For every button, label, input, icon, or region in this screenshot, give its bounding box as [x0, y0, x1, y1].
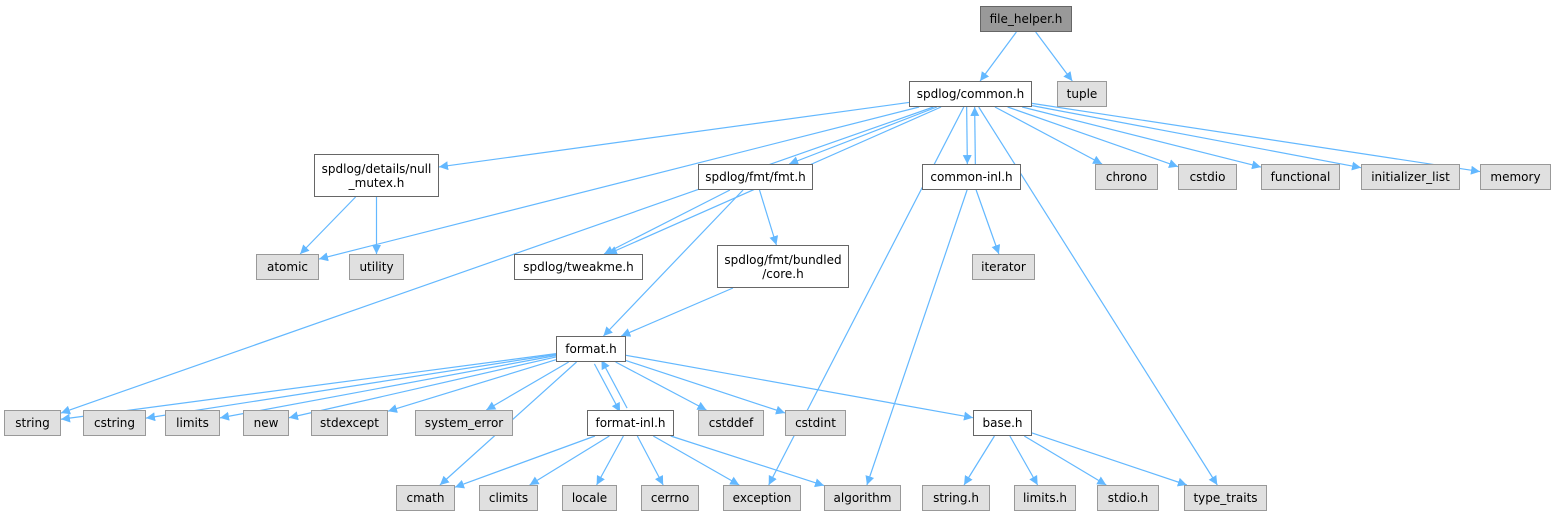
- node-new: new: [243, 410, 289, 436]
- node-system-error: system_error: [415, 410, 513, 436]
- node-spdlog-tweakme[interactable]: spdlog/tweakme.h: [514, 254, 643, 280]
- edge-common-to-chrono: [994, 106, 1103, 165]
- node-utility: utility: [349, 254, 404, 280]
- edge-fmt-to-tweakme: [603, 189, 731, 255]
- edge-format_inl-to-format: [600, 359, 628, 409]
- node-limits: limits: [165, 410, 220, 436]
- edge-base-to-limits_h: [1009, 435, 1039, 486]
- node-cmath: cmath: [396, 485, 455, 511]
- edge-format_inl-to-algorithm: [670, 435, 825, 488]
- node-string-h: string.h: [922, 485, 990, 511]
- node-cerrno: cerrno: [641, 485, 699, 511]
- edge-common_inl-to-common: [970, 106, 980, 164]
- edge-fmt-to-core: [758, 189, 779, 246]
- node-locale: locale: [562, 485, 617, 511]
- edge-common-to-functional: [1022, 106, 1262, 170]
- edge-format_inl-to-climits: [529, 435, 610, 486]
- node-iterator: iterator: [972, 254, 1035, 280]
- edge-common_inl-to-iterator: [975, 189, 1001, 255]
- edge-base-to-string_h: [963, 435, 995, 486]
- edge-format-to-format_inl: [593, 363, 621, 413]
- edge-fmt-to-format: [602, 189, 744, 337]
- edge-format-to-limits: [219, 354, 557, 421]
- node-spdlog-common[interactable]: spdlog/common.h: [909, 81, 1032, 107]
- edge-format-to-cstddef: [615, 361, 707, 411]
- edge-format-to-cstdint: [625, 359, 786, 415]
- edge-common_inl-to-algorithm: [865, 189, 968, 486]
- edge-common-to-initializer_list: [1031, 105, 1362, 171]
- edge-format-to-cstring: [145, 353, 557, 422]
- node-initializer-list: initializer_list: [1361, 164, 1460, 190]
- edge-format_inl-to-exception: [652, 435, 740, 486]
- edge-format-to-base: [625, 354, 974, 421]
- node-cstring: cstring: [83, 410, 146, 436]
- edge-format_inl-to-locale: [596, 435, 624, 486]
- node-bundled-core[interactable]: spdlog/fmt/bundled /core.h: [717, 245, 849, 288]
- edge-common-to-string: [60, 106, 934, 415]
- edge-file_helper-to-tuple: [1035, 31, 1073, 82]
- edge-common-to-common_inl: [962, 107, 972, 165]
- node-functional: functional: [1261, 164, 1340, 190]
- node-algorithm: algorithm: [824, 485, 901, 511]
- edge-common-to-cstdio: [1007, 106, 1179, 168]
- node-stdexcept: stdexcept: [311, 410, 388, 436]
- edge-format-to-stdexcept: [387, 359, 557, 413]
- node-tuple: tuple: [1057, 81, 1107, 107]
- node-stdio-h: stdio.h: [1097, 485, 1159, 511]
- node-memory: memory: [1480, 164, 1551, 190]
- edge-format_inl-to-cmath: [454, 435, 596, 489]
- node-cstdio: cstdio: [1178, 164, 1237, 190]
- node-file-helper: file_helper.h: [980, 6, 1072, 32]
- edge-common-to-atomic: [318, 106, 920, 262]
- node-base-h[interactable]: base.h: [973, 410, 1032, 436]
- edge-base-to-stdio_h: [1023, 435, 1107, 486]
- edge-common-to-null_mutex: [438, 101, 910, 171]
- edge-format-to-string: [60, 353, 557, 423]
- edge-core-to-format: [621, 287, 734, 337]
- edge-format-to-new: [288, 356, 557, 421]
- node-climits: climits: [479, 485, 538, 511]
- node-atomic: atomic: [256, 254, 319, 280]
- edge-common-to-fmt: [788, 106, 938, 165]
- node-cstddef: cstddef: [698, 410, 764, 436]
- node-format-inl[interactable]: format-inl.h: [587, 410, 674, 436]
- edge-format-to-system_error: [486, 361, 569, 411]
- node-limits-h: limits.h: [1014, 485, 1076, 511]
- node-cstdint: cstdint: [785, 410, 846, 436]
- node-null-mutex[interactable]: spdlog/details/null _mutex.h: [314, 154, 439, 197]
- edge-null_mutex-to-atomic: [299, 196, 357, 255]
- edge-format_inl-to-cerrno: [636, 435, 664, 486]
- node-type-traits: type_traits: [1184, 485, 1267, 511]
- node-chrono: chrono: [1095, 164, 1158, 190]
- node-string: string: [4, 410, 61, 436]
- node-common-inl[interactable]: common-inl.h: [922, 164, 1021, 190]
- edge-file_helper-to-common: [979, 31, 1017, 82]
- node-format-h[interactable]: format.h: [556, 336, 626, 362]
- node-spdlog-fmt[interactable]: spdlog/fmt/fmt.h: [698, 164, 813, 190]
- edge-base-to-type_traits: [1031, 432, 1188, 487]
- edge-common-to-memory: [1031, 102, 1481, 175]
- node-exception: exception: [723, 485, 801, 511]
